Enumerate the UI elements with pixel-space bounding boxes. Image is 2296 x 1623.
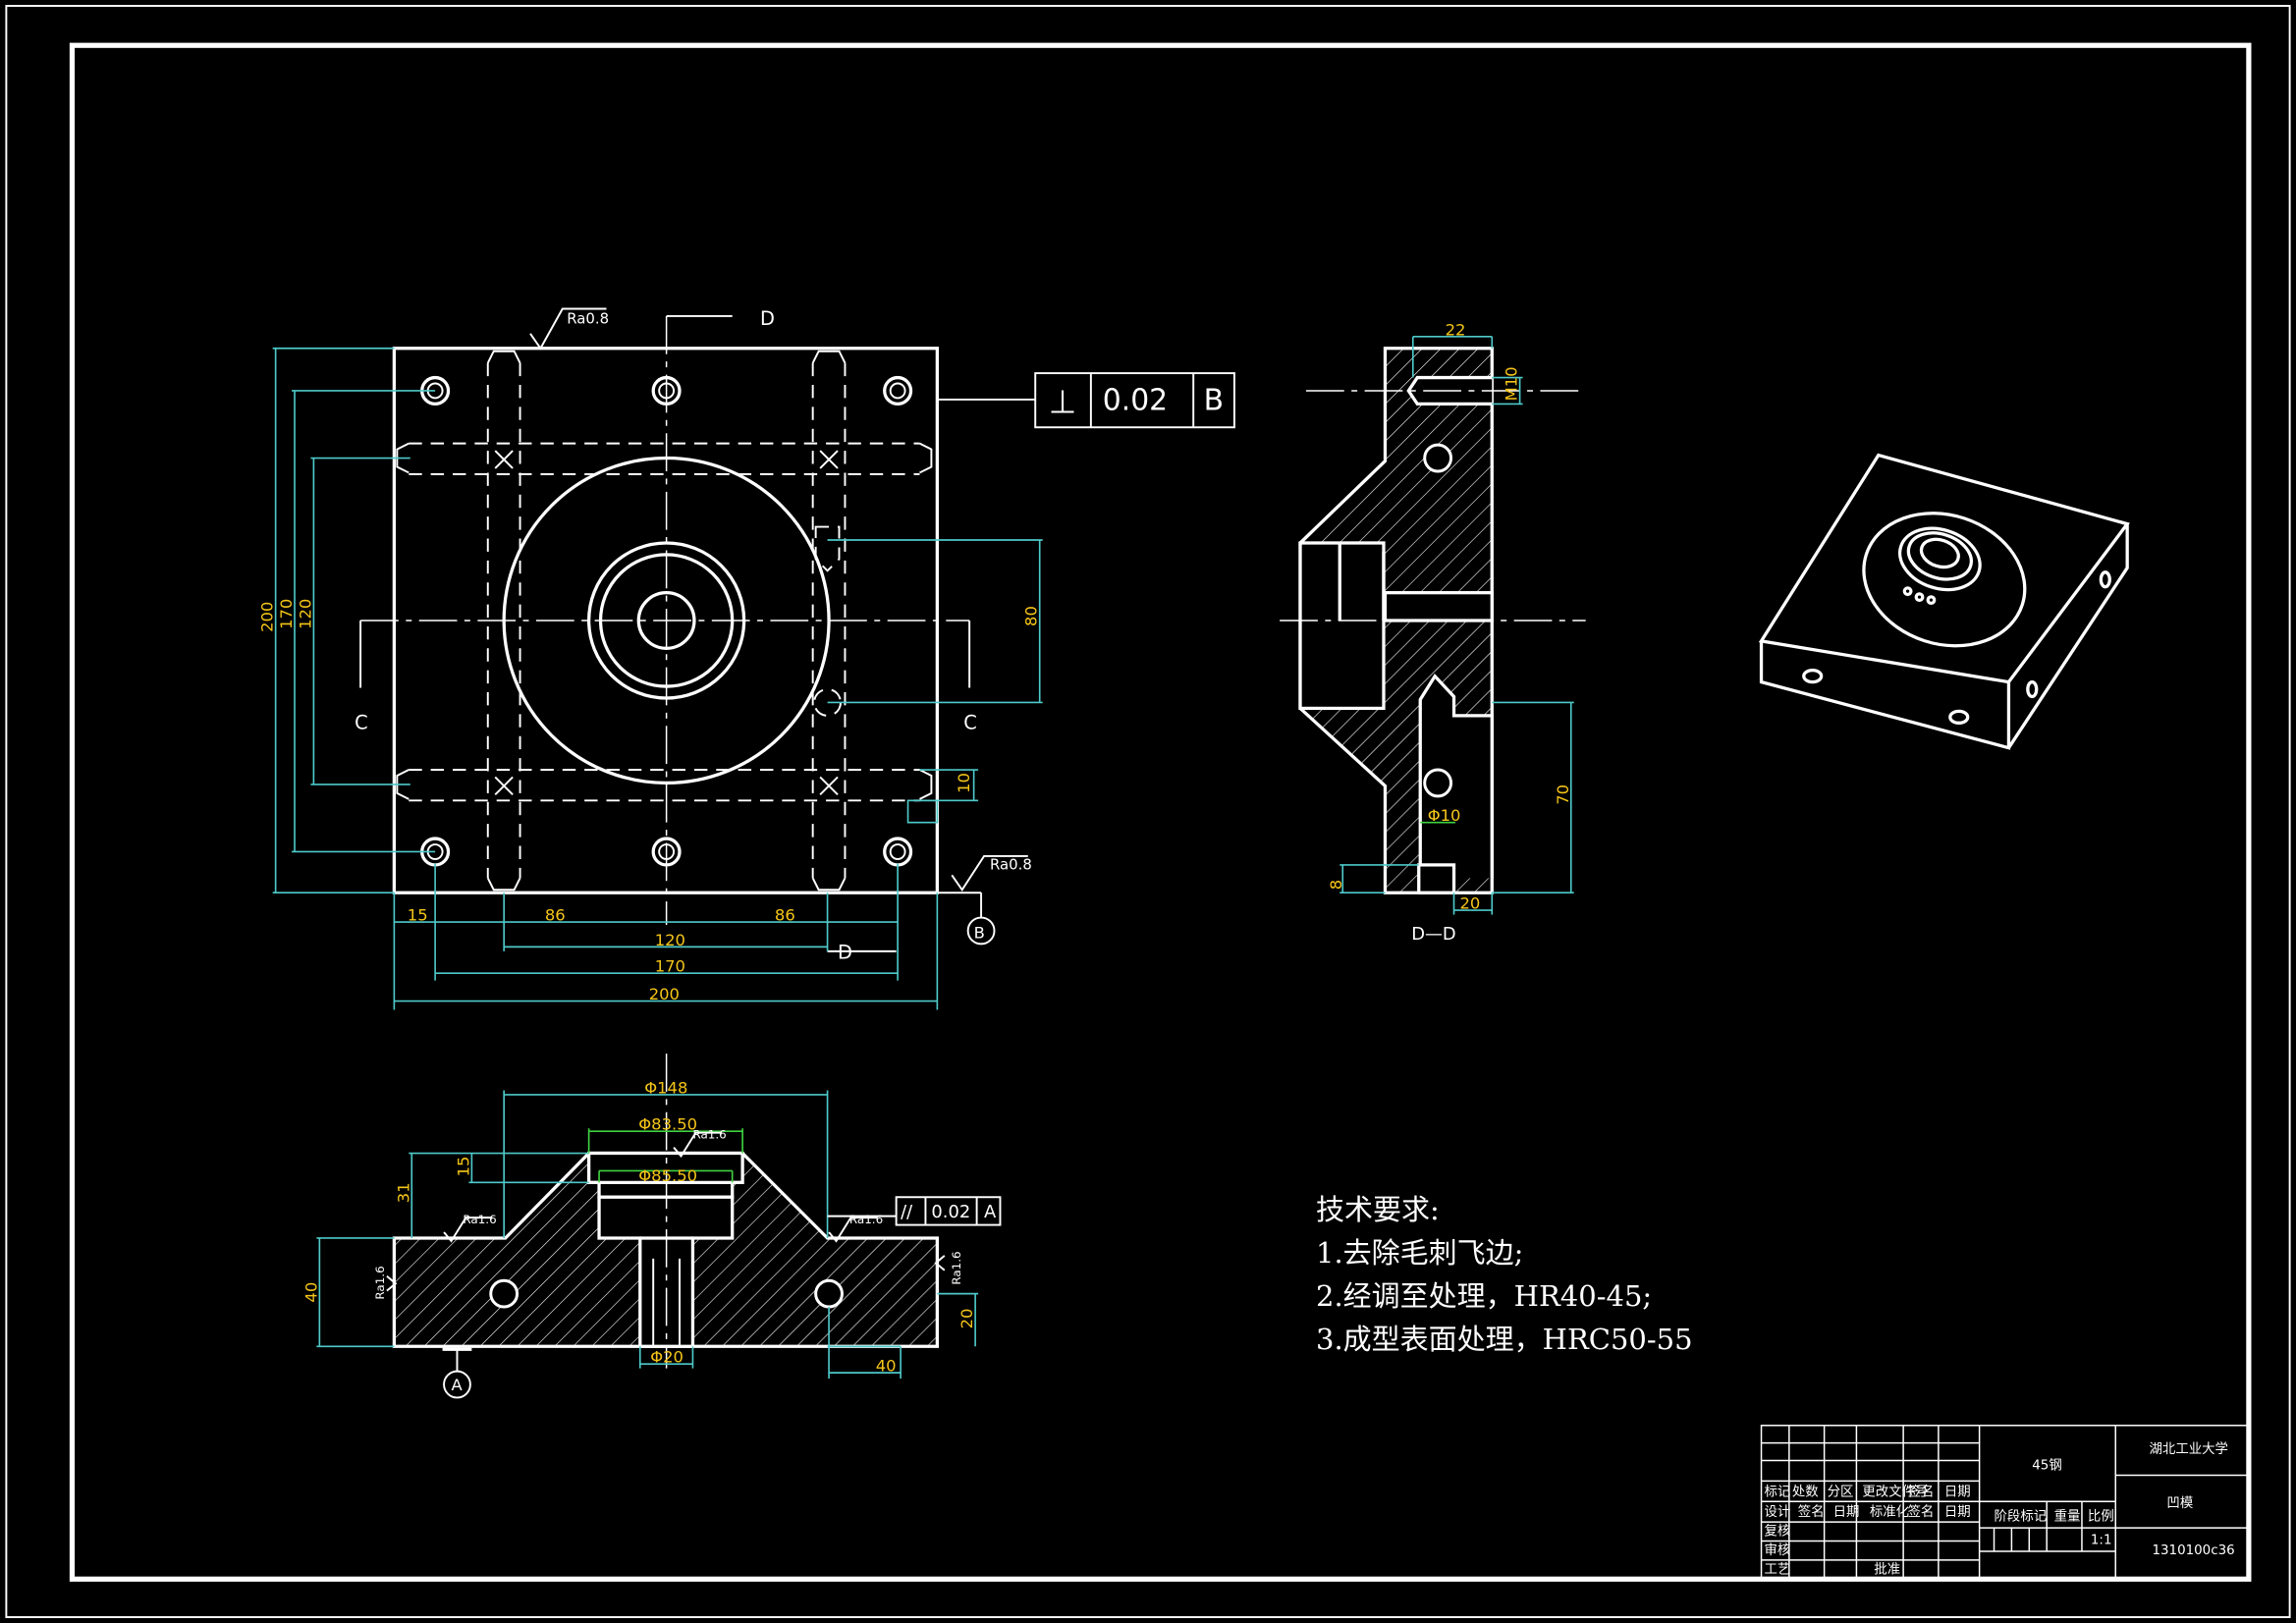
tb-sig2: 签名 <box>1798 1503 1825 1520</box>
dim-phi20: Φ20 <box>650 1348 683 1367</box>
dim-20-section: 20 <box>1459 894 1480 913</box>
dim-70: 70 <box>1554 784 1572 805</box>
tb-date2: 日期 <box>1833 1504 1860 1520</box>
dim-40-height: 40 <box>301 1282 320 1303</box>
tolerance-value-top: 0.02 <box>1103 383 1168 417</box>
dim-8: 8 <box>1327 880 1345 890</box>
datum-b-label: B <box>974 923 985 942</box>
dim-120-height: 120 <box>296 599 314 629</box>
tb-craft: 工艺 <box>1765 1561 1791 1577</box>
tb-date3: 日期 <box>1944 1504 1971 1520</box>
section-title-dd: D—D <box>1411 924 1455 945</box>
roughness-front-right: Ra1.6 <box>849 1213 883 1226</box>
roughness-front-left: Ra1.6 <box>463 1213 496 1226</box>
dim-phi83: Φ83.50 <box>638 1115 697 1134</box>
tb-stage: 阶段标记 <box>1995 1509 2048 1525</box>
tb-design: 设计 <box>1765 1504 1791 1520</box>
dim-phi85: Φ85.50 <box>638 1166 697 1185</box>
dim-120-width: 120 <box>655 931 685 949</box>
tb-change-doc: 更改文件号 <box>1862 1484 1928 1499</box>
dim-80-height: 80 <box>1022 606 1041 626</box>
part-name: 凹模 <box>2166 1495 2193 1511</box>
tb-mark: 标记 <box>1765 1484 1791 1499</box>
front-section-view: Φ148 Φ83.50 Φ85.50 Φ20 40 31 15 20 40 Ra… <box>301 1054 1002 1399</box>
tb-check: 复核 <box>1765 1523 1791 1540</box>
title-block: 45钢 湖北工业大学 凹模 1310100c36 1:1 标记 处数 分区 更改… <box>1760 1425 2250 1579</box>
tb-sig3: 签名 <box>1908 1503 1935 1520</box>
dim-200-height: 200 <box>258 602 277 632</box>
dim-86-right: 86 <box>775 906 795 925</box>
roughness-front-side: Ra1.6 <box>373 1266 387 1299</box>
section-d-d: 22 M10 70 20 Φ10 8 D—D <box>1280 320 1586 945</box>
tolerance-value-bottom: 0.02 <box>931 1202 970 1222</box>
roughness-right: Ra0.8 <box>990 855 1032 873</box>
dim-170-width: 170 <box>655 957 685 976</box>
note-item-3: 3.成型表面处理，HRC50-55 <box>1316 1323 1693 1356</box>
dim-22: 22 <box>1446 320 1466 339</box>
roughness-top: Ra0.8 <box>567 309 609 327</box>
datum-a-label: A <box>452 1376 464 1394</box>
tb-signature: 签名 <box>1908 1483 1935 1499</box>
tb-count: 处数 <box>1792 1484 1819 1499</box>
dim-20-front: 20 <box>957 1309 976 1329</box>
tb-standard: 标准化 <box>1870 1504 1909 1520</box>
dim-170-height: 170 <box>277 599 296 629</box>
scale-value: 1:1 <box>2091 1534 2112 1548</box>
dim-phi148: Φ148 <box>644 1078 687 1097</box>
dim-phi10: Φ10 <box>1428 806 1461 825</box>
inner-border <box>69 42 2252 1582</box>
technical-requirements: 技术要求: 1.去除毛刺飞边; 2.经调至处理，HR40-45; 3.成型表面处… <box>1316 1188 1693 1361</box>
school-name: 湖北工业大学 <box>2150 1441 2228 1457</box>
notes-title: 技术要求: <box>1316 1193 1440 1226</box>
dim-31: 31 <box>394 1182 412 1203</box>
parallelism-icon: // <box>901 1202 913 1222</box>
section-label-d-top: D <box>760 307 775 330</box>
section-label-c-left: C <box>355 711 368 733</box>
tb-review: 审核 <box>1765 1542 1791 1558</box>
outer-border <box>5 4 2291 1619</box>
dim-200-width: 200 <box>649 985 680 1003</box>
section-label-d-bottom: D <box>838 941 852 963</box>
isometric-view <box>1758 453 2130 750</box>
roughness-front-side-r: Ra1.6 <box>950 1251 963 1284</box>
material-value: 45钢 <box>2032 1457 2061 1473</box>
roughness-front-top: Ra1.6 <box>692 1128 726 1142</box>
section-label-c-right: C <box>963 711 977 733</box>
dim-15-front: 15 <box>454 1157 472 1177</box>
perpendicularity-icon: ⊥ <box>1049 383 1077 420</box>
top-view: D C C D Ra0.8 Ra0.8 ⊥ 0.02 B B <box>258 307 1235 1010</box>
note-item-2: 2.经调至处理，HR40-45; <box>1316 1279 1653 1313</box>
tb-weight: 重量 <box>2054 1509 2081 1525</box>
tb-ratio: 比例 <box>2088 1509 2114 1525</box>
tb-approve: 批准 <box>1874 1561 1900 1577</box>
dim-10-small: 10 <box>955 773 973 793</box>
tolerance-datum-bottom: A <box>984 1202 997 1222</box>
dim-40-front: 40 <box>876 1357 897 1376</box>
drawing-number: 1310100c36 <box>2153 1543 2235 1558</box>
note-item-1: 1.去除毛刺飞边; <box>1316 1236 1524 1270</box>
tolerance-datum-top: B <box>1204 383 1224 417</box>
tb-date: 日期 <box>1944 1484 1971 1499</box>
dim-m10: M10 <box>1503 366 1521 401</box>
tb-zone: 分区 <box>1828 1484 1854 1499</box>
dim-15-left: 15 <box>408 906 428 925</box>
dim-86-left: 86 <box>545 906 566 925</box>
